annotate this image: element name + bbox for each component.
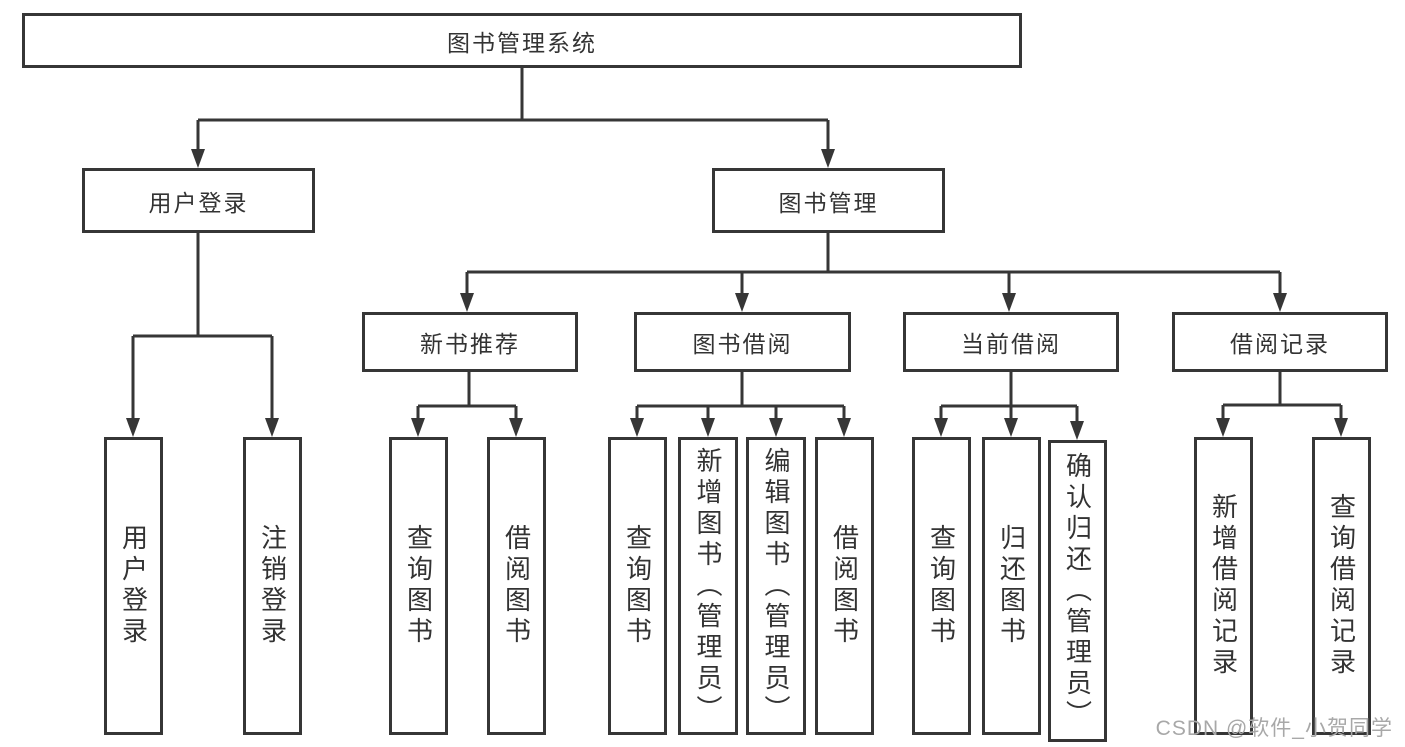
- node-new-book-recommendation: 新书推荐: [362, 312, 578, 372]
- node-current-borrowing-label: 当前借阅: [961, 331, 1061, 357]
- leaf-add-borrow-record: 新增借阅记录: [1194, 437, 1253, 735]
- node-user-login-label: 用户登录: [148, 189, 249, 216]
- node-root-label: 图书管理系统: [447, 29, 597, 56]
- csdn-watermark: CSDN @软件_小贺同学: [1155, 717, 1393, 740]
- leaf-return-books: 归还图书: [982, 437, 1041, 735]
- leaf-query-books-borrowing: 查询图书: [608, 437, 667, 735]
- leaf-confirm-return-admin-label: 确认归还（管理员）: [1062, 451, 1093, 731]
- leaf-query-books-current-label: 查询图书: [926, 524, 957, 648]
- leaf-user-login-label: 用户登录: [118, 524, 149, 648]
- leaf-query-books-recommend: 查询图书: [389, 437, 448, 735]
- node-borrowing-records: 借阅记录: [1172, 312, 1388, 372]
- leaf-logout: 注销登录: [243, 437, 302, 735]
- leaf-add-book-admin: 新增图书（管理员）: [678, 437, 738, 735]
- leaf-user-login: 用户登录: [104, 437, 163, 735]
- leaf-return-books-label: 归还图书: [996, 524, 1027, 648]
- leaf-edit-book-admin: 编辑图书（管理员）: [746, 437, 806, 735]
- node-root: 图书管理系统: [22, 13, 1022, 68]
- leaf-logout-label: 注销登录: [257, 524, 288, 648]
- node-new-book-recommendation-label: 新书推荐: [420, 331, 520, 357]
- leaf-borrow-books-borrowing: 借阅图书: [815, 437, 874, 735]
- node-book-borrowing: 图书借阅: [634, 312, 851, 372]
- node-book-management-label: 图书管理: [778, 189, 879, 216]
- leaf-query-books-recommend-label: 查询图书: [403, 524, 434, 648]
- leaf-query-books-borrowing-label: 查询图书: [622, 524, 653, 648]
- leaf-query-books-current: 查询图书: [912, 437, 971, 735]
- leaf-query-borrow-record-label: 查询借阅记录: [1326, 493, 1357, 679]
- leaf-add-book-admin-label: 新增图书（管理员）: [693, 446, 723, 726]
- node-user-login: 用户登录: [82, 168, 315, 233]
- node-current-borrowing: 当前借阅: [903, 312, 1119, 372]
- leaf-add-borrow-record-label: 新增借阅记录: [1208, 493, 1239, 679]
- leaf-borrow-books-recommend: 借阅图书: [487, 437, 546, 735]
- leaf-borrow-books-borrowing-label: 借阅图书: [829, 524, 860, 648]
- node-borrowing-records-label: 借阅记录: [1230, 331, 1330, 357]
- leaf-edit-book-admin-label: 编辑图书（管理员）: [761, 446, 791, 726]
- leaf-confirm-return-admin: 确认归还（管理员）: [1048, 440, 1107, 742]
- leaf-query-borrow-record: 查询借阅记录: [1312, 437, 1371, 735]
- node-book-borrowing-label: 图书借阅: [692, 331, 793, 357]
- leaf-borrow-books-recommend-label: 借阅图书: [501, 524, 532, 648]
- node-book-management: 图书管理: [712, 168, 945, 233]
